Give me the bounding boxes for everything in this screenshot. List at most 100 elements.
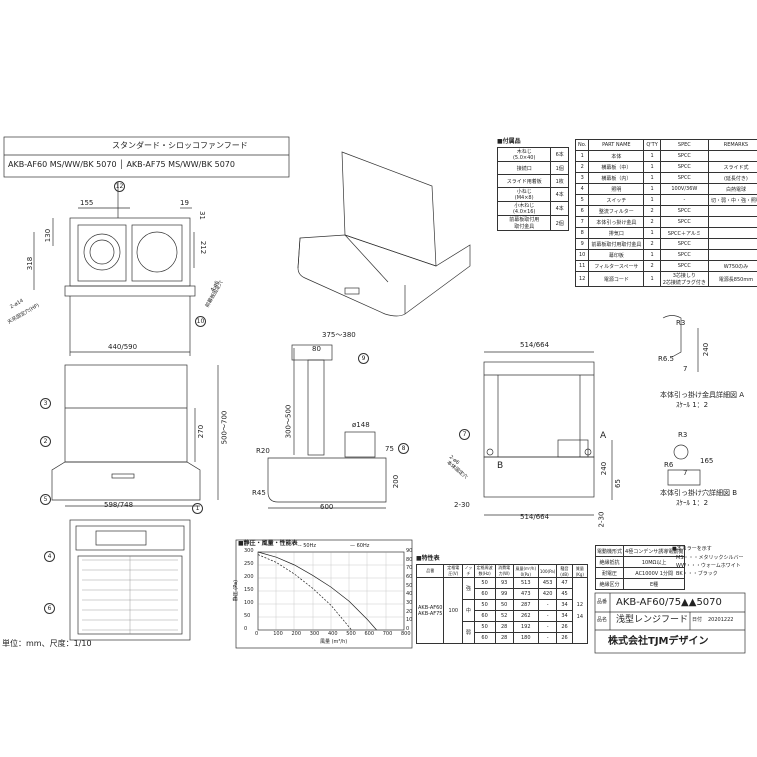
spec-value: 50 <box>473 599 496 611</box>
accessory-name: スライド用着板 <box>496 174 552 188</box>
parts-cell: 5 <box>574 194 590 206</box>
accessory-qty: 4本 <box>550 187 569 202</box>
chart-y2tick: 90 <box>406 548 413 554</box>
parts-cell: 幕印板 <box>588 249 645 261</box>
title-model: AKB-AF60/75▲▲5070 <box>616 597 722 608</box>
detail-b-title: 本体引っ掛け穴詳細図 B <box>660 489 738 497</box>
dim-7-a: 7 <box>683 365 688 373</box>
chart-y2tick: 60 <box>406 574 413 580</box>
chart-xtick: 600 <box>364 631 375 637</box>
dim-31: 31 <box>197 211 206 220</box>
balloon-10: 10 <box>195 316 206 327</box>
company-name: 株式会社TJMデザイン <box>608 636 709 647</box>
balloon-6: 6 <box>44 603 55 614</box>
spec-value: 180 <box>512 632 539 644</box>
dim-2-30-left: 2-30 <box>454 501 470 509</box>
parts-cell: 排気口 <box>588 227 645 239</box>
spec-header-cell: 品番 <box>415 564 445 578</box>
label-date: 日付 <box>692 617 703 623</box>
detail-a-scale: ｽｹｰﾙ 1：2 <box>676 401 709 409</box>
parts-cell: 1 <box>643 249 661 261</box>
balloon-5: 5 <box>40 494 51 505</box>
radius-3-b: R3 <box>678 431 688 439</box>
parts-cell: 1 <box>643 183 661 195</box>
spec-value: 34 <box>556 610 573 622</box>
parts-cell: 3芯接しり 2芯接続プラグ付き <box>659 271 709 287</box>
dim-80: 80 <box>312 345 321 353</box>
spec-value: 50 <box>473 621 496 633</box>
dim-212: 212 <box>199 240 208 255</box>
chart-ytick: 100 <box>244 600 254 606</box>
accessory-row: 木ねじ (5.0×40)6本 <box>496 147 569 162</box>
parts-cell: 12 <box>574 271 590 287</box>
accessory-qty: 1個 <box>550 161 569 175</box>
accessory-name: 接続口 <box>496 161 552 175</box>
parts-cell: (延長付き) <box>707 172 757 184</box>
product-title: スタンダード・シロッコファンフード <box>112 141 248 150</box>
spec-value: 47 <box>556 577 573 589</box>
spec-value: 26 <box>556 621 573 633</box>
parts-cell: 電源コード <box>588 271 645 287</box>
parts-cell: 11 <box>574 260 590 272</box>
parts-cell: 本体引っ掛け金具 <box>588 216 645 228</box>
chart-y2tick: 40 <box>406 591 413 598</box>
spec-header-cell: 風量(m³/h) 0(Pa) <box>512 564 539 578</box>
spec-value: 52 <box>494 610 514 622</box>
chart-xtick: 300 <box>309 631 320 637</box>
spec-header-cell: 定格周波数(Hz) <box>473 564 496 578</box>
spec-value: - <box>537 610 558 622</box>
parts-cell: 1 <box>643 194 661 206</box>
dim-375: 375～380 <box>322 331 356 339</box>
parts-cell: 横幕板（中） <box>588 161 645 173</box>
spec-header-cell: 消費電力(W) <box>494 564 514 578</box>
accessory-qty: 2個 <box>550 215 569 231</box>
parts-cell: 2 <box>643 205 661 217</box>
parts-cell: 10 <box>574 249 590 261</box>
parts-cell: SPCC <box>659 238 709 250</box>
parts-cell: 9 <box>574 238 590 250</box>
dim-148: ø148 <box>352 421 370 429</box>
spec-value: 192 <box>512 621 539 633</box>
parts-cell: W750のみ <box>707 260 757 272</box>
dim-2-30-right: 2-30 <box>597 511 606 528</box>
parts-cell: SPCC <box>659 260 709 272</box>
accessory-qty: 1枚 <box>550 174 569 188</box>
parts-cell <box>707 216 757 228</box>
spec-value: 93 <box>494 577 514 589</box>
rear-view-mantle <box>483 361 595 458</box>
chart-y2tick: 80 <box>406 556 413 563</box>
dim-514-top: 514/664 <box>520 341 550 349</box>
parts-cell: SPCC <box>659 161 709 173</box>
parts-cell: 2 <box>574 161 590 173</box>
view-label-a: A <box>600 431 607 441</box>
parts-cell: 2 <box>643 238 661 250</box>
dim-7-b: 7 <box>683 469 688 477</box>
elec-cell: 絶縁抵抗 <box>594 556 625 568</box>
balloon-3: 3 <box>40 398 51 409</box>
chart-xlabel: 風量 (m³/h) <box>320 639 348 645</box>
balloon-12: 12 <box>114 181 125 192</box>
accessories-title: ■付属品 <box>497 138 521 145</box>
spec-value: 28 <box>494 621 514 633</box>
dim-65: 65 <box>613 479 622 488</box>
legend-50hz: -- 50Hz <box>298 543 316 549</box>
chart-ytick: 250 <box>244 561 254 567</box>
spec-value: - <box>537 599 558 611</box>
spec-value: 473 <box>512 588 539 600</box>
parts-cell: SPCC <box>659 172 709 184</box>
spec-value: 50 <box>494 599 514 611</box>
balloon-9: 9 <box>358 353 369 364</box>
accessory-row: 小木ねじ (4.0×16)4本 <box>496 201 569 216</box>
parts-cell: 6 <box>574 205 590 217</box>
parts-header-cell: SPEC <box>659 139 709 151</box>
spec-notch: 弱 <box>462 621 475 644</box>
parts-cell: 前幕板取付用取付金具 <box>588 238 645 250</box>
dim-75: 75 <box>385 445 394 453</box>
spec-header-row: 品番定格電圧(V)ノッチ定格周波数(Hz)消費電力(W)風量(m³/h) 0(P… <box>415 564 589 578</box>
